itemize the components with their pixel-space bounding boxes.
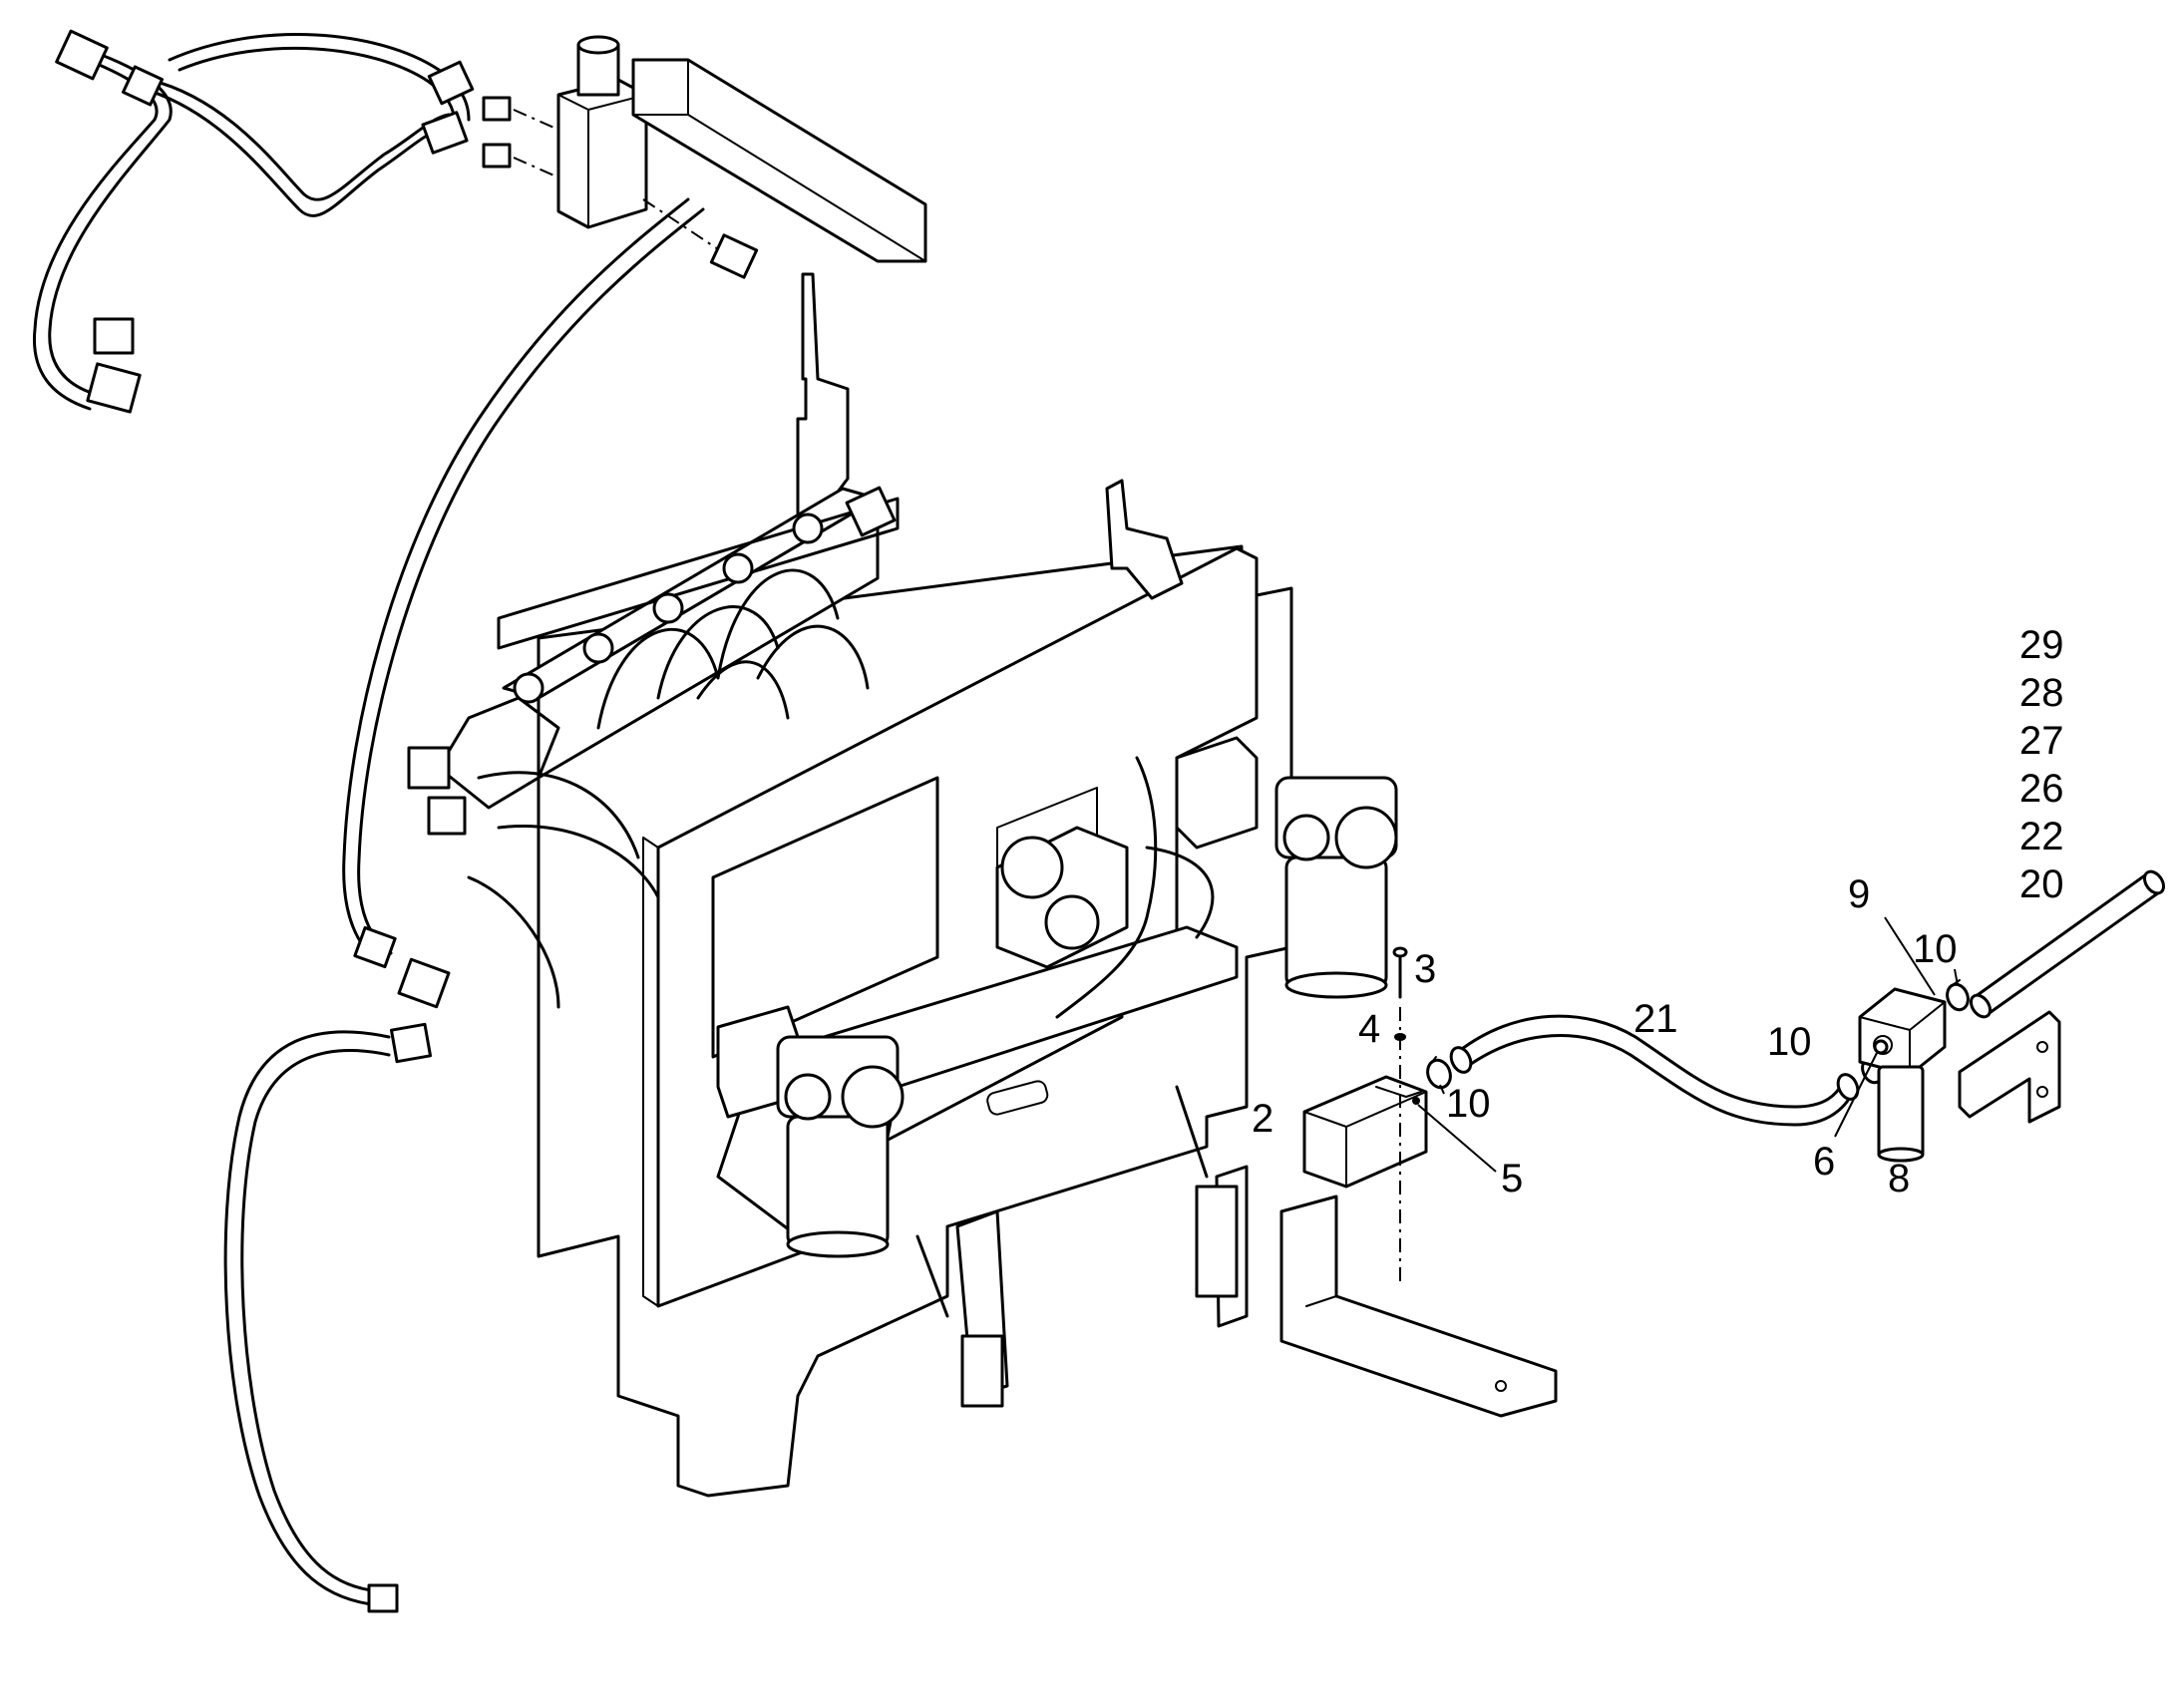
callout-21: 21 xyxy=(1634,997,1678,1041)
callout-3: 3 xyxy=(1414,947,1436,991)
callout-28: 28 xyxy=(2019,671,2064,715)
part-10-clamp-left xyxy=(1426,1056,1452,1090)
filter-housing-right xyxy=(1175,736,1398,999)
leader-5 xyxy=(1417,1104,1497,1173)
callout-10-left: 10 xyxy=(1446,1082,1491,1126)
callout-10-mid: 10 xyxy=(1767,1020,1812,1064)
leader-6 xyxy=(1834,1052,1878,1138)
part-8-filter-canister xyxy=(1877,1065,1925,1163)
part-2-cover-box xyxy=(1302,1075,1428,1189)
part-3-bolt xyxy=(1392,946,1408,999)
filter-housing-left xyxy=(716,1005,905,1258)
bracket-L-lower xyxy=(1279,1195,1558,1418)
bracket-angle-top xyxy=(631,58,927,263)
callout-20: 20 xyxy=(2019,862,2064,906)
callout-2: 2 xyxy=(1252,1097,1273,1141)
callout-9: 9 xyxy=(1848,872,1870,916)
callout-26: 26 xyxy=(2019,767,2064,811)
callout-22: 22 xyxy=(2019,815,2064,858)
callout-27: 27 xyxy=(2019,719,2064,763)
leader-10-top xyxy=(1954,968,1959,986)
callout-6: 6 xyxy=(1813,1140,1835,1184)
fitting-nut-topleft xyxy=(55,29,475,414)
bracket-small-right xyxy=(1958,1010,2061,1124)
callout-29: 29 xyxy=(2019,623,2064,667)
hose-long-center xyxy=(342,197,705,1009)
hose-lower-left xyxy=(223,1022,433,1613)
callout-4: 4 xyxy=(1358,1007,1380,1051)
leader-10-left xyxy=(1439,1084,1445,1095)
center-valve-body xyxy=(995,756,1215,1019)
part-5-screw xyxy=(1412,1097,1420,1105)
lower-support-legs xyxy=(915,1085,1249,1408)
callout-10-top: 10 xyxy=(1913,927,1958,971)
part-10-clamp-right xyxy=(1946,979,1970,1012)
callout-5: 5 xyxy=(1501,1157,1523,1200)
valve-block-top xyxy=(482,35,759,279)
part-6-fitting xyxy=(1873,1039,1889,1055)
leader-9 xyxy=(1884,916,1936,996)
part-20-tube xyxy=(1969,869,2166,1019)
callout-8: 8 xyxy=(1888,1157,1910,1200)
valve-bank-top xyxy=(407,486,900,1009)
